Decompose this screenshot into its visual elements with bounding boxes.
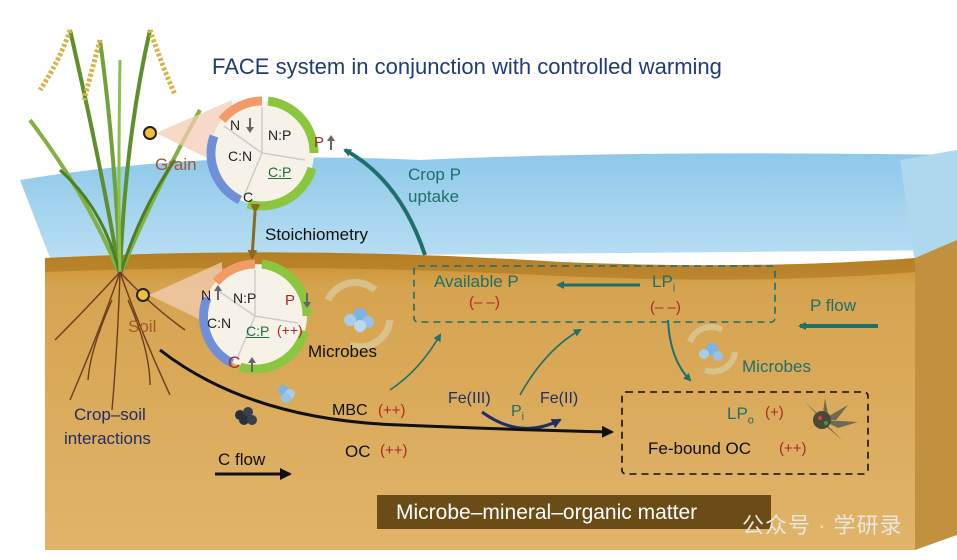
- soil-n-label: N: [201, 287, 212, 303]
- microbe-mineral-banner: Microbe–mineral–organic matter: [377, 495, 771, 529]
- lpo-mark: (+): [765, 404, 784, 421]
- soil-c-label: C: [228, 353, 241, 372]
- pi-label: Pi: [511, 403, 525, 424]
- grain-stoichiometry-ring: [206, 96, 319, 211]
- soil-node: [136, 288, 150, 302]
- rice-roots-icon: [54, 271, 186, 411]
- microbes-right-icon: [687, 323, 738, 375]
- interactions-label: interactions: [64, 429, 151, 448]
- floodwater-right-edge: [900, 150, 957, 262]
- soil-p-down-arrow-icon: [303, 293, 311, 308]
- soil-cn-label: C:N: [207, 315, 232, 331]
- grain-p-label: P: [314, 134, 325, 151]
- microbes-right-label: Microbes: [742, 357, 811, 376]
- grain-cp-label: C:P: [268, 164, 292, 180]
- oc-label: OC: [345, 442, 371, 461]
- grain-p-up-arrow-icon: [327, 135, 335, 150]
- available-p-box: [413, 265, 776, 323]
- pi-to-available-p-arrow: [519, 329, 582, 396]
- crop-p-uptake-label-line1: Crop P: [408, 165, 461, 184]
- fe2-label: Fe(II): [540, 390, 579, 407]
- stoichiometry-arrow: [247, 203, 261, 260]
- crop-soil-label: Crop–soil: [74, 405, 146, 424]
- soil-stoichiometry-ring: [199, 259, 312, 374]
- crop-p-uptake-arrow: [343, 148, 427, 256]
- fe-bound-oc-label: Fe-bound OC: [648, 439, 751, 458]
- lpi-to-lpo-arrow: [667, 319, 692, 382]
- grain-cn-label: C:N: [228, 148, 253, 164]
- lpi-label: LPi: [652, 272, 676, 295]
- watermark-text: 公众号 · 学研录: [742, 513, 903, 538]
- soil-label: Soil: [128, 317, 157, 336]
- oc-mark: (++): [380, 442, 408, 459]
- soil-c-up-arrow-icon: [248, 357, 256, 372]
- grain-n-label: N: [230, 117, 241, 133]
- carbon-transfer-arrow: [159, 348, 614, 438]
- stoichiometry-label: Stoichiometry: [265, 225, 368, 244]
- soil-cp-label: C:P: [246, 323, 270, 339]
- crop-p-uptake-label-line2: uptake: [408, 187, 460, 206]
- available-p-label: Available P: [434, 272, 519, 291]
- lpi-mark: (– –): [650, 299, 681, 316]
- soil-right-face: [915, 240, 957, 550]
- soil-n-up-arrow-icon: [214, 285, 222, 300]
- soil-p-label: P: [285, 292, 296, 309]
- grain-label: Grain: [155, 155, 197, 174]
- mbc-label: MBC: [332, 402, 368, 419]
- fe-bound-oc-mark: (++): [779, 440, 807, 457]
- lpo-label: LPo: [727, 404, 754, 427]
- banner-text: Microbe–mineral–organic matter: [396, 501, 698, 524]
- grain-c-label: C: [243, 189, 254, 205]
- c-flow-label: C flow: [218, 450, 266, 469]
- fe3-label: Fe(III): [448, 390, 491, 407]
- microbes-left-label: Microbes: [308, 342, 377, 361]
- diagram-title: FACE system in conjunction with controll…: [212, 54, 722, 79]
- soil-cp-mark: (++): [277, 322, 303, 338]
- grain-n-down-arrow-icon: [246, 118, 254, 133]
- p-flow-label: P flow: [810, 296, 856, 315]
- mbc-to-available-p-arrow: [389, 333, 441, 391]
- fe-bound-oc-box: [621, 391, 869, 475]
- soil-np-label: N:P: [233, 290, 257, 306]
- mineral-crystal-icon: [800, 398, 858, 440]
- microbes-icon: [324, 279, 394, 351]
- soil-particle-icon: [235, 385, 295, 425]
- available-p-mark: (– –): [469, 294, 500, 311]
- grain-np-label: N:P: [268, 127, 292, 143]
- mbc-mark: (++): [378, 402, 406, 419]
- grain-node: [143, 126, 157, 140]
